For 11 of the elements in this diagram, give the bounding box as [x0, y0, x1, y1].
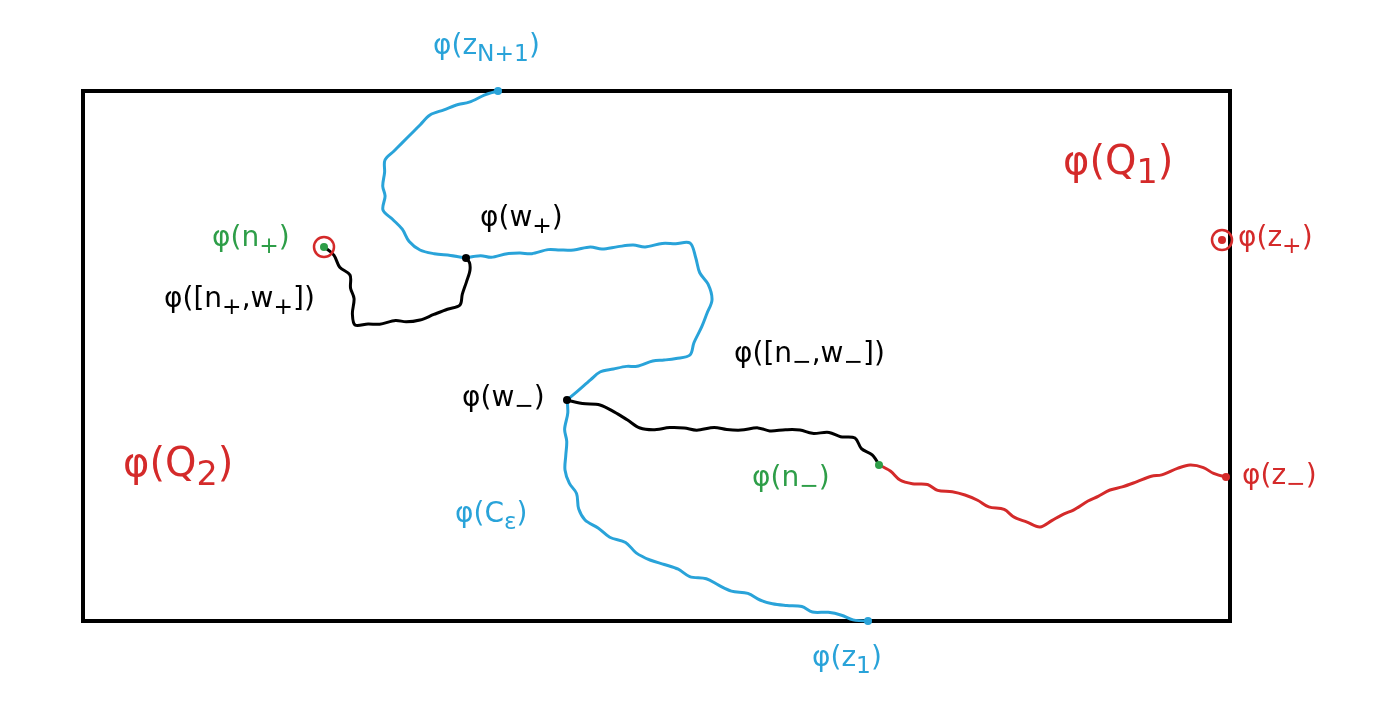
region-label: φ(Q$_{1}$): [1063, 138, 1174, 191]
point-label: φ(z$_{−}$): [1242, 460, 1317, 497]
point-label: φ(n$_{−}$): [752, 462, 830, 499]
point-label: φ(z$_{N+1}$): [433, 30, 540, 67]
point-label: φ(z$_{1}$): [812, 642, 882, 679]
region-label: φ(Q$_{2}$): [123, 440, 234, 493]
point-label: φ(z$_{+}$): [1238, 222, 1313, 259]
point-label: φ(n$_{+}$): [212, 222, 290, 259]
curve: [323, 245, 472, 327]
point-label: φ(w$_{+}$): [480, 202, 563, 239]
point-label: φ(w$_{−}$): [462, 382, 545, 419]
